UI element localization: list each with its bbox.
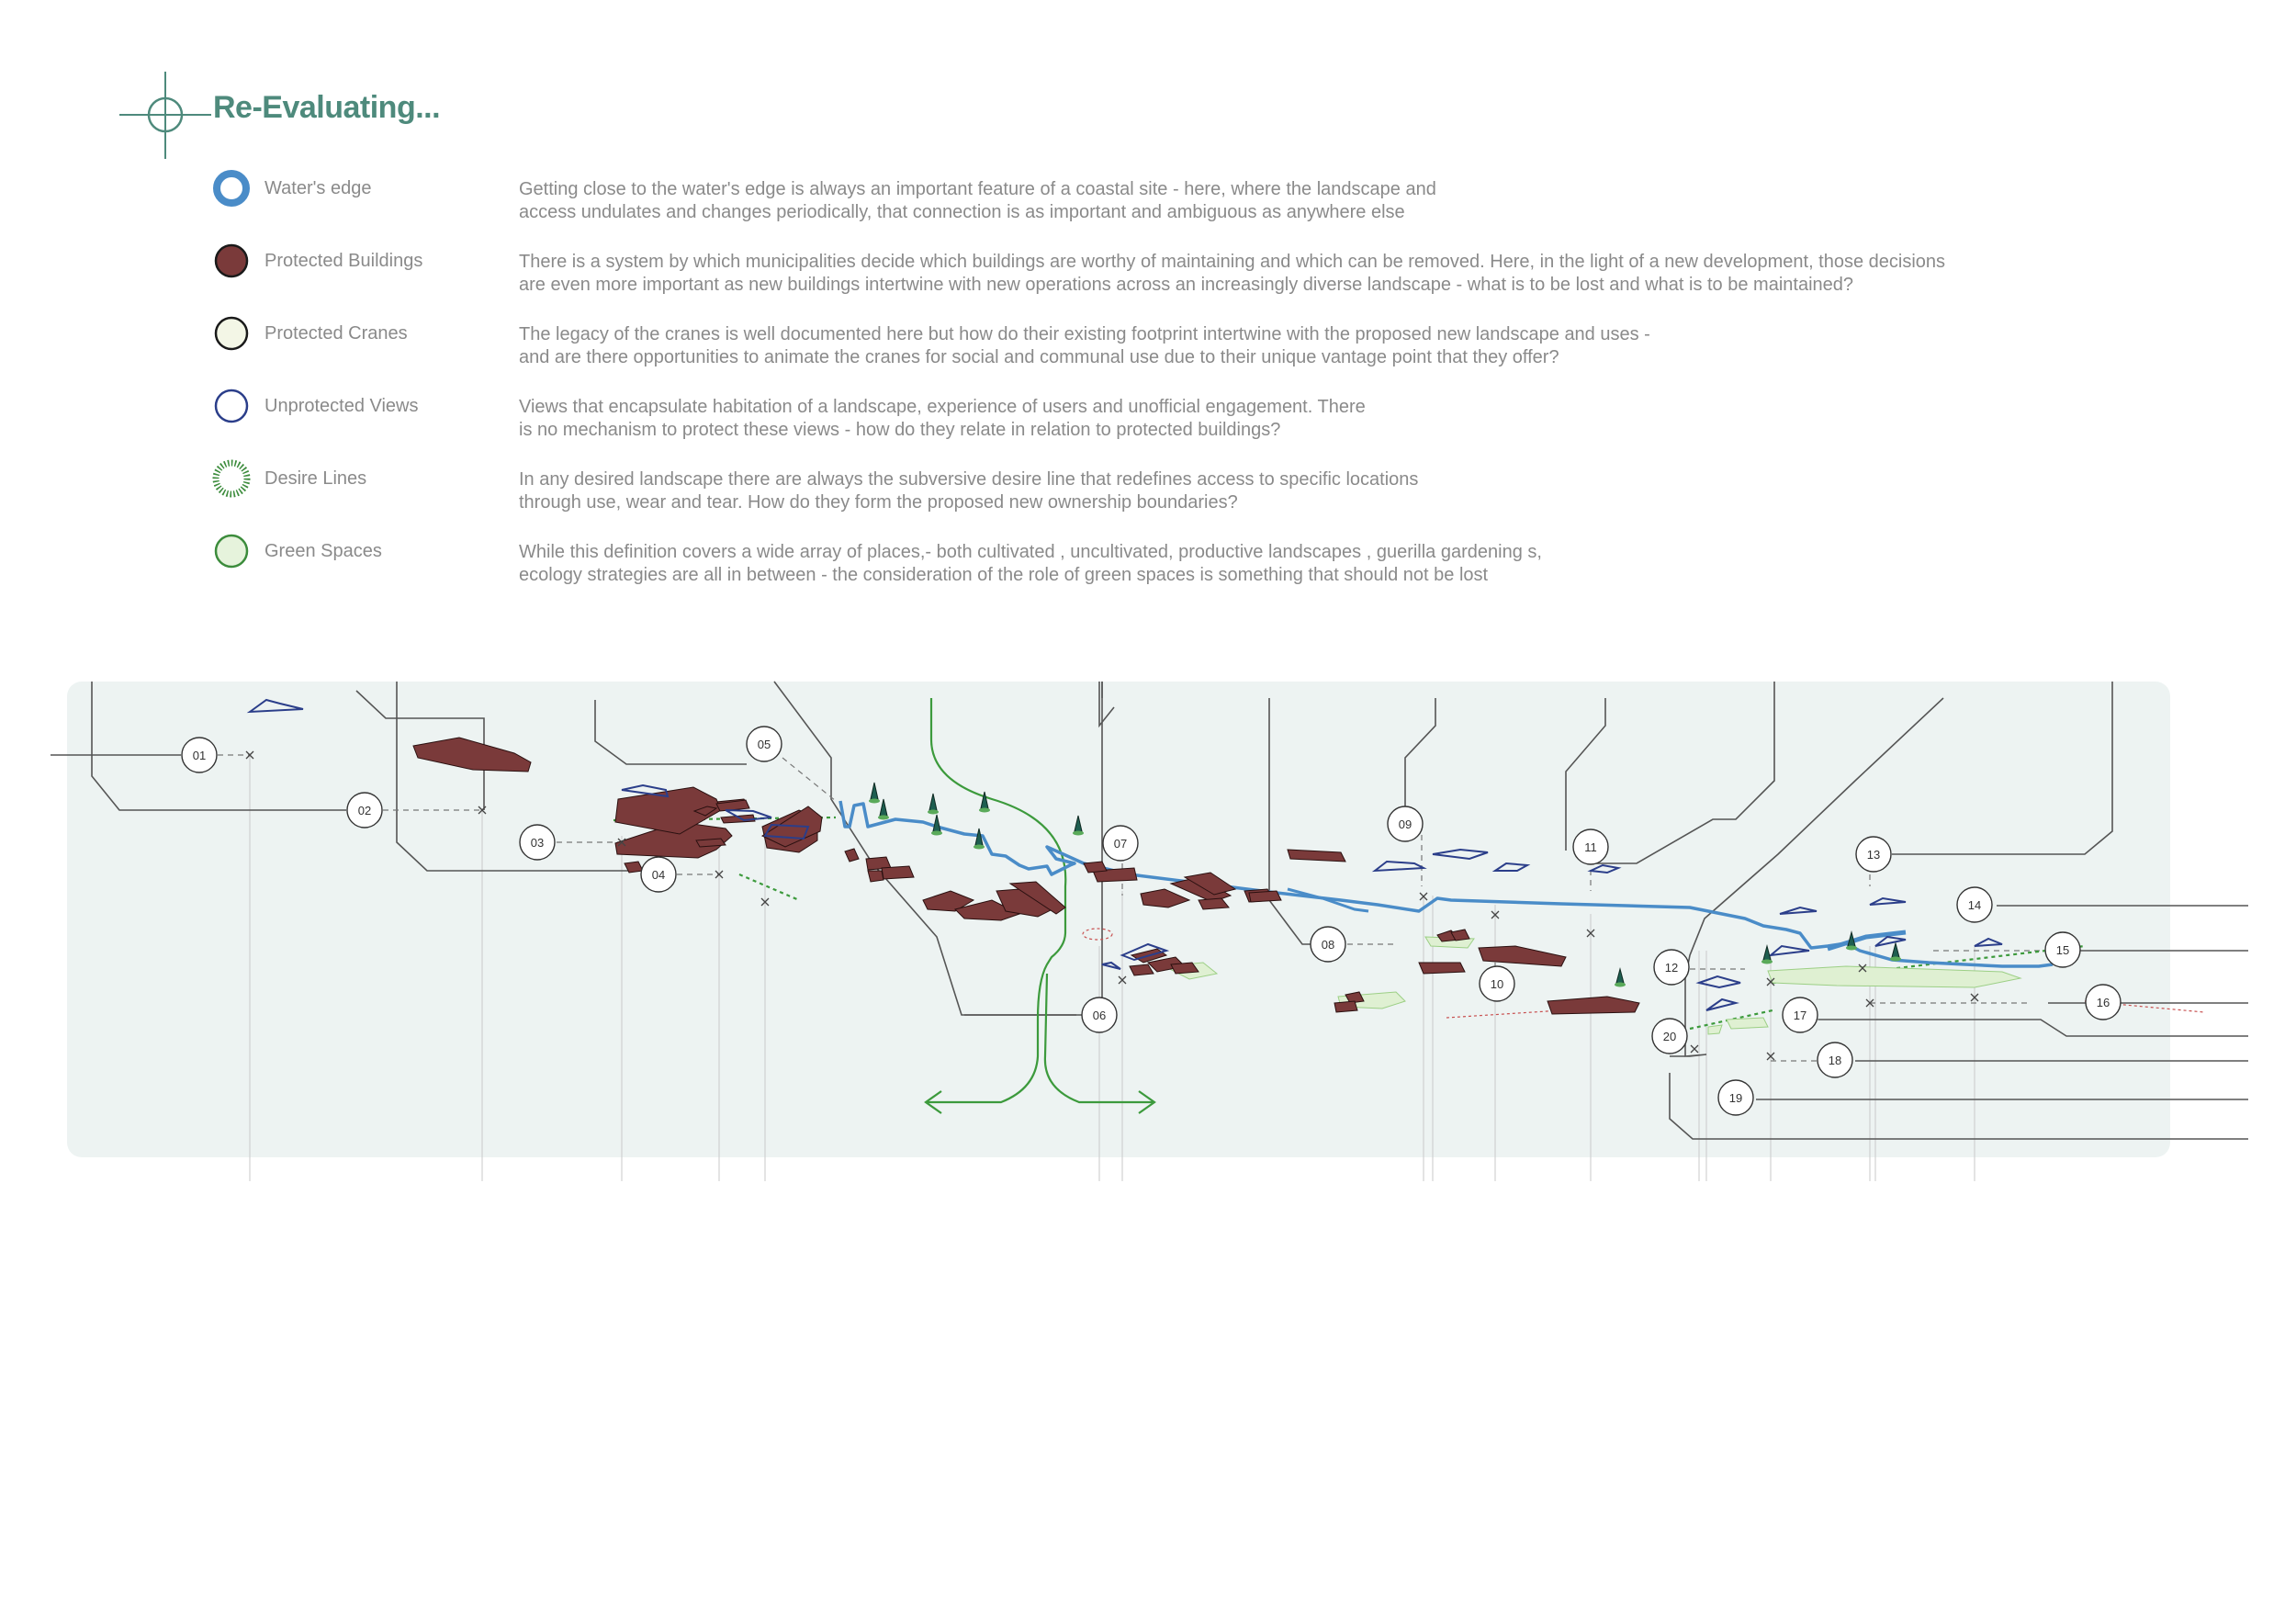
waters-edge-swatch-icon xyxy=(213,170,250,207)
legend-label: Water's edge xyxy=(264,178,372,198)
svg-text:02: 02 xyxy=(358,804,371,817)
desire-line-red xyxy=(1082,928,2205,1019)
svg-text:18: 18 xyxy=(1829,1054,1841,1067)
svg-text:19: 19 xyxy=(1729,1091,1742,1105)
crosshair-icon xyxy=(119,72,211,159)
legend-label: Green Spaces xyxy=(264,541,382,561)
map-background xyxy=(67,682,2170,1157)
description-line: Views that encapsulate habitation of a l… xyxy=(519,397,1366,417)
legend-description: There is a system by which municipalitie… xyxy=(519,251,2264,297)
point-marker[interactable]: 14 xyxy=(1956,886,1993,923)
point-marker[interactable]: 20 xyxy=(1651,1018,1688,1054)
description-line: are even more important as new buildings… xyxy=(519,275,1854,295)
svg-text:09: 09 xyxy=(1399,817,1412,831)
point-marker[interactable]: 13 xyxy=(1855,836,1892,873)
legend-label: Protected Cranes xyxy=(264,323,408,344)
protected-cranes-swatch-icon xyxy=(214,316,249,351)
svg-text:07: 07 xyxy=(1114,837,1127,851)
point-marker[interactable]: 15 xyxy=(2044,931,2081,968)
svg-text:08: 08 xyxy=(1322,938,1334,952)
svg-text:13: 13 xyxy=(1867,848,1880,862)
point-marker[interactable]: 01 xyxy=(181,737,218,773)
svg-text:06: 06 xyxy=(1093,1009,1106,1022)
point-marker[interactable]: 09 xyxy=(1387,806,1424,842)
description-line: While this definition covers a wide arra… xyxy=(519,542,1542,562)
description-line: Getting close to the water's edge is alw… xyxy=(519,179,1436,199)
protected-cranes xyxy=(869,782,1901,987)
protected-buildings xyxy=(412,737,1640,1015)
page-title: Re-Evaluating... xyxy=(213,90,441,125)
svg-text:16: 16 xyxy=(2097,996,2110,1009)
svg-text:03: 03 xyxy=(531,836,544,850)
description-line: In any desired landscape there are alway… xyxy=(519,469,1419,490)
point-marker[interactable]: 07 xyxy=(1102,825,1139,862)
legend-description: The legacy of the cranes is well documen… xyxy=(519,323,2264,369)
legend-description: While this definition covers a wide arra… xyxy=(519,541,2264,587)
description-line: ecology strategies are all in between - … xyxy=(519,565,1489,585)
desire-lines-swatch-icon xyxy=(212,459,251,498)
svg-text:20: 20 xyxy=(1663,1030,1676,1043)
point-marker[interactable]: 17 xyxy=(1782,997,1818,1033)
point-markers: 01 02 03 04 05 06 07 08 09 10 11 12 13 1… xyxy=(181,726,2122,1116)
point-marker[interactable]: 08 xyxy=(1310,926,1346,963)
point-marker[interactable]: 05 xyxy=(746,726,782,762)
protected-buildings-swatch-icon xyxy=(214,243,249,278)
legend-row-desire-lines: Desire Lines In any desired landscape th… xyxy=(211,458,2278,531)
point-marker[interactable]: 12 xyxy=(1653,949,1690,986)
description-line: There is a system by which municipalitie… xyxy=(519,252,1946,272)
point-marker[interactable]: 02 xyxy=(346,792,383,828)
svg-text:17: 17 xyxy=(1794,1009,1806,1022)
svg-text:04: 04 xyxy=(652,868,665,882)
legend-row-protected-cranes: Protected Cranes The legacy of the crane… xyxy=(211,313,2278,386)
point-marker[interactable]: 19 xyxy=(1717,1079,1754,1116)
legend-row-waters-edge: Water's edge Getting close to the water'… xyxy=(211,168,2278,241)
description-line: and are there opportunities to animate t… xyxy=(519,347,1559,367)
legend-description: In any desired landscape there are alway… xyxy=(519,468,2264,514)
unprotected-views-swatch-icon xyxy=(214,389,249,423)
svg-text:11: 11 xyxy=(1584,840,1597,854)
description-line: The legacy of the cranes is well documen… xyxy=(519,324,1650,344)
title-block: Re-Evaluating... xyxy=(119,72,579,159)
point-marker[interactable]: 04 xyxy=(640,856,677,893)
site-map: 01 02 03 04 05 06 07 08 09 10 11 12 13 1… xyxy=(0,671,2296,1185)
legend-row-green-spaces: Green Spaces While this definition cover… xyxy=(211,531,2278,600)
view-markers xyxy=(245,750,1979,1061)
legend-label: Unprotected Views xyxy=(264,396,419,416)
svg-text:14: 14 xyxy=(1968,898,1981,912)
point-marker[interactable]: 10 xyxy=(1479,965,1515,1002)
legend-row-protected-buildings: Protected Buildings There is a system by… xyxy=(211,241,2278,313)
point-marker[interactable]: 06 xyxy=(1081,997,1118,1033)
svg-text:01: 01 xyxy=(193,749,206,762)
unprotected-views xyxy=(246,698,2003,1011)
legend-row-unprotected-views: Unprotected Views Views that encapsulate… xyxy=(211,386,2278,458)
svg-text:10: 10 xyxy=(1491,977,1503,991)
point-marker[interactable]: 18 xyxy=(1817,1042,1853,1078)
svg-text:12: 12 xyxy=(1665,961,1678,975)
site-map-svg: 01 02 03 04 05 06 07 08 09 10 11 12 13 1… xyxy=(51,681,2248,1181)
svg-text:05: 05 xyxy=(758,738,771,751)
point-marker[interactable]: 11 xyxy=(1572,828,1609,865)
description-line: is no mechanism to protect these views -… xyxy=(519,420,1281,440)
legend-label: Protected Buildings xyxy=(264,251,423,271)
description-line: through use, wear and tear. How do they … xyxy=(519,492,1238,513)
legend-description: Getting close to the water's edge is alw… xyxy=(519,178,2264,224)
waters-edge-line-3 xyxy=(1827,930,1907,952)
point-marker[interactable]: 16 xyxy=(2085,984,2122,1020)
legend: Water's edge Getting close to the water'… xyxy=(211,168,2278,600)
point-marker[interactable]: 03 xyxy=(519,824,556,861)
waters-edge-line-2 xyxy=(1287,887,1369,913)
green-spaces-swatch-icon xyxy=(214,534,249,569)
svg-text:15: 15 xyxy=(2056,943,2069,957)
legend-label: Desire Lines xyxy=(264,468,367,489)
legend-description: Views that encapsulate habitation of a l… xyxy=(519,396,2264,442)
description-line: access undulates and changes periodicall… xyxy=(519,202,1405,222)
